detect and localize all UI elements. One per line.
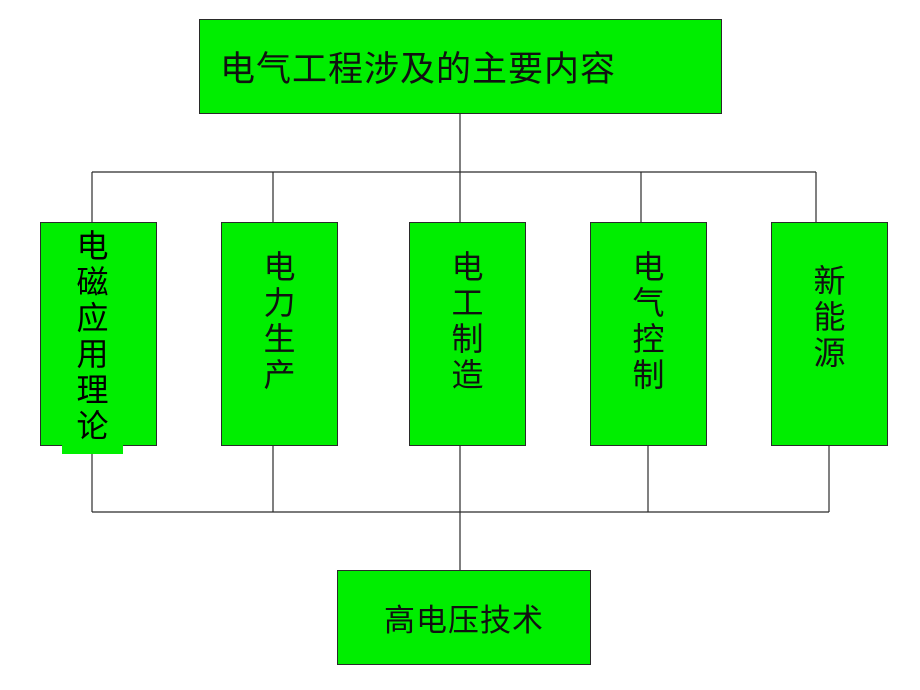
title-box: 电气工程涉及的主要内容 — [199, 19, 722, 114]
category-label-new-energy: 新 能 源 — [813, 262, 846, 372]
title-text: 电气工程涉及的主要内容 — [220, 50, 617, 90]
category-label-electromagnetic-theory: 电 磁 应 用 理 论 — [76, 227, 109, 445]
category-box-new-energy: 新 能 源 — [771, 222, 888, 446]
bottom-box: 高电压技术 — [337, 570, 591, 665]
category-label-electrical-manufacturing: 电 工 制 造 — [451, 248, 484, 394]
category-box-electrical-manufacturing: 电 工 制 造 — [409, 222, 526, 446]
category-box-power-generation: 电 力 生 产 — [221, 222, 338, 446]
category-box-electrical-control: 电 气 控 制 — [590, 222, 707, 446]
bottom-text: 高电压技术 — [384, 603, 544, 639]
category-label-electrical-control: 电 气 控 制 — [632, 248, 665, 394]
category-label-power-generation: 电 力 生 产 — [263, 248, 296, 394]
category-text-highlight — [62, 224, 123, 454]
